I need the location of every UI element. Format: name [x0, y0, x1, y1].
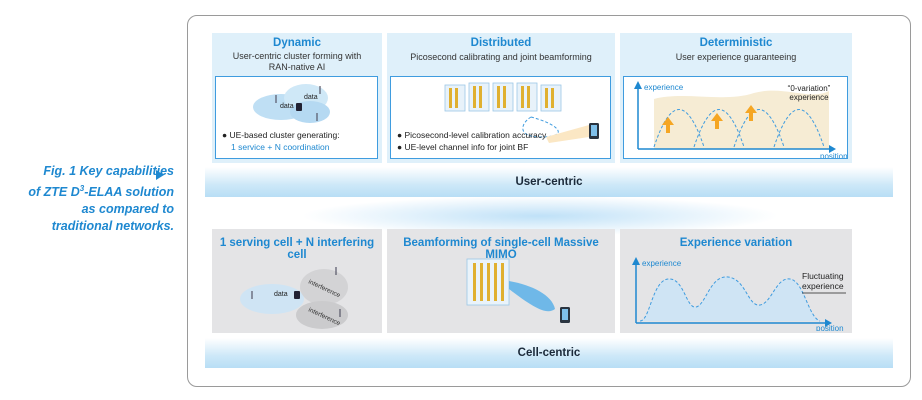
- boost-arrow-icons: [662, 105, 757, 133]
- panel-subtitle-distributed: Picosecond calibrating and joint beamfor…: [410, 52, 592, 62]
- y-axis-arrow-icon: [632, 257, 640, 265]
- axis-label-position: position: [816, 324, 844, 331]
- ue-phone-icon: [294, 291, 300, 299]
- cluster-illustration: data data: [253, 84, 330, 123]
- panel-title-deterministic: Deterministic: [699, 37, 773, 49]
- phone-screen: [562, 309, 568, 320]
- label-data-1: data: [280, 103, 294, 110]
- fluctuating-area: [640, 276, 820, 321]
- note-0-variation: “0-variation”: [788, 84, 831, 93]
- dynamic-bullets: ● UE-based cluster generating: 1 service…: [222, 129, 340, 153]
- x-axis-arrow-icon: [825, 319, 832, 327]
- y-axis-arrow-icon: [634, 81, 642, 89]
- panel-subtitle-deterministic: User experience guaranteeing: [675, 52, 797, 62]
- coverage-curve: [693, 109, 745, 148]
- interfering-cell: [296, 301, 348, 329]
- x-axis-arrow-icon: [829, 145, 836, 153]
- distributed-illustration-box: ● Picosecond-level calibration accuracy …: [390, 76, 611, 159]
- caption-line-4: traditional networks.: [51, 219, 174, 234]
- coverage-curve: [653, 109, 705, 148]
- panel-title-mimo: Beamforming of single-cell Massive MIMO: [403, 237, 599, 261]
- cell-illustration: data interference interference: [240, 267, 348, 329]
- note-experience: experience: [789, 93, 829, 102]
- panel-deterministic: Deterministic User experience guaranteei…: [620, 33, 852, 163]
- panel-distributed: Distributed Picosecond calibrating and j…: [387, 33, 615, 163]
- panel-title-distributed: Distributed: [470, 37, 532, 49]
- panel-title-cell: 1 serving cell + N interfering cell: [219, 237, 375, 261]
- dynamic-bullet-1: ● UE-based cluster generating:: [222, 130, 340, 140]
- figure-caption: Fig. 1 Key capabilities of ZTE D3-ELAA s…: [14, 163, 174, 235]
- serving-cell: [240, 284, 304, 314]
- distributed-bullet-2: ● UE-level channel info for joint BF: [397, 142, 529, 152]
- experience-curve: [639, 276, 821, 322]
- panel-mimo: Beamforming of single-cell Massive MIMO: [387, 229, 615, 333]
- panel-variation: Experience variation experience position…: [620, 229, 852, 333]
- beam-cone: [509, 281, 555, 312]
- band-cell-centric: Cell-centric: [205, 338, 893, 368]
- deterministic-chart: experience position “0-variation” experi…: [634, 81, 848, 161]
- antenna-array-panels: [444, 82, 562, 112]
- axis-label-experience: experience: [644, 83, 684, 92]
- caption-line-3: as compared to: [81, 202, 174, 217]
- variation-chart: experience position Fluctuating experien…: [632, 257, 846, 331]
- caption-pointer-icon: [156, 170, 164, 180]
- experience-area: [654, 90, 829, 149]
- caption-line-1: Fig. 1 Key capabilities: [43, 164, 174, 178]
- panel-title-variation: Experience variation: [679, 237, 793, 249]
- panel-dynamic: Dynamic User-centric cluster forming wit…: [212, 33, 382, 163]
- coverage-curve: [733, 109, 785, 148]
- distributed-bullets: ● Picosecond-level calibration accuracy …: [397, 129, 546, 153]
- panel-title-dynamic: Dynamic: [273, 37, 321, 49]
- panel-subtitle-dynamic-2: RAN-native AI: [268, 62, 326, 72]
- beam-cone: [546, 125, 589, 143]
- note-fluctuating: Fluctuating: [802, 271, 844, 281]
- deterministic-illustration-box: experience position “0-variation” experi…: [623, 76, 848, 161]
- band-user-centric: User-centric: [205, 167, 893, 197]
- label-data-2: data: [304, 94, 318, 101]
- panel-subtitle-dynamic-1: User-centric cluster forming with: [232, 51, 362, 61]
- ue-phone-icon: [296, 103, 302, 111]
- dynamic-illustration-box: data data ● UE-based cluster generating:…: [215, 76, 378, 159]
- axis-label-experience: experience: [642, 259, 682, 268]
- dynamic-bullet-1-cont: 1 service + N coordination: [231, 142, 330, 152]
- distributed-illustration: [444, 82, 599, 143]
- antenna-elements: [473, 263, 504, 301]
- note-experience: experience: [802, 281, 844, 291]
- axis-label-position: position: [820, 152, 847, 158]
- beam-outline: [522, 116, 559, 138]
- distributed-bullet-1: ● Picosecond-level calibration accuracy: [397, 130, 547, 140]
- label-data: data: [274, 291, 288, 298]
- mimo-illustration: [466, 258, 570, 323]
- panel-cell: 1 serving cell + N interfering cell data…: [212, 229, 382, 333]
- caption-line-2: of ZTE D3-ELAA solution: [28, 184, 174, 200]
- coverage-curve: [773, 109, 825, 148]
- phone-screen: [591, 125, 597, 136]
- interfering-cell: [300, 269, 348, 305]
